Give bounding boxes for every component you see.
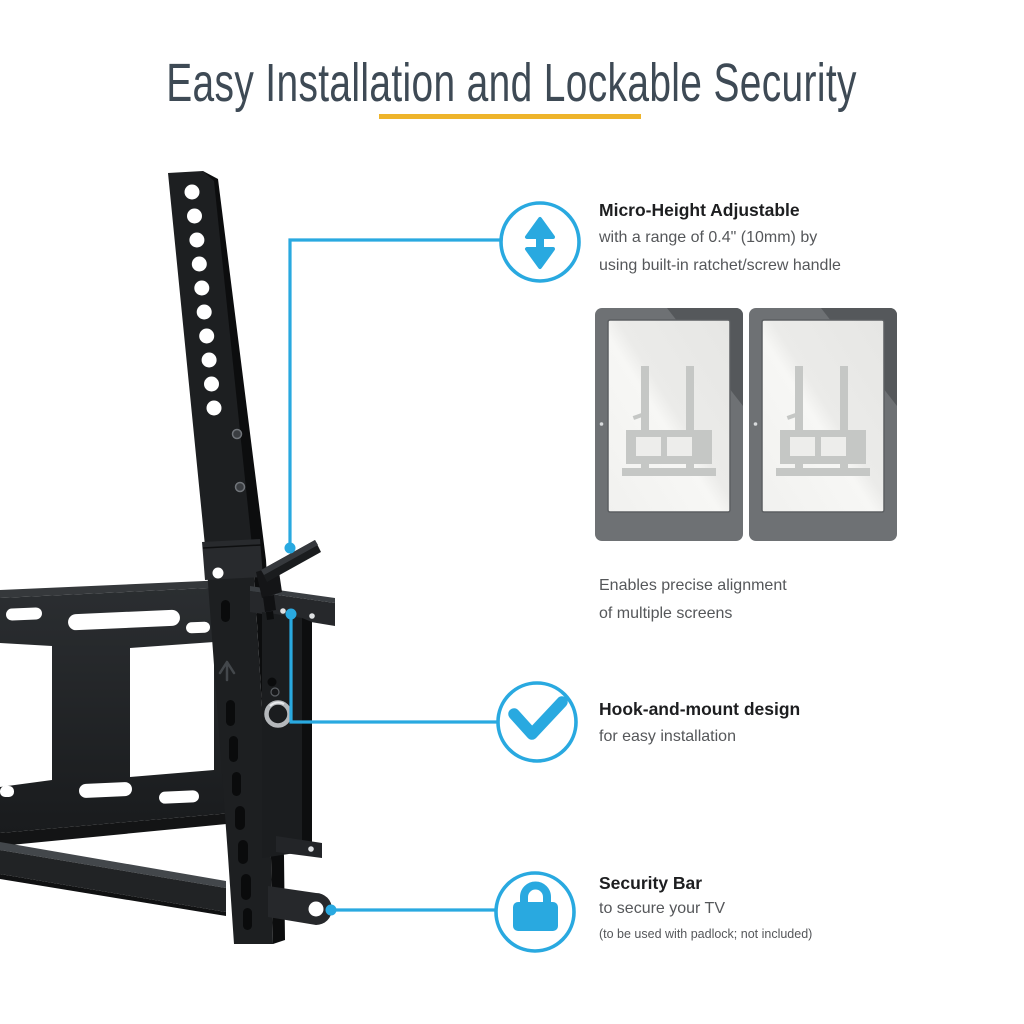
vertical-arrows-icon (525, 217, 555, 269)
vertical-bracket-arm (168, 171, 285, 944)
callout-dot-security-bar (325, 904, 337, 916)
title-wrap: Easy Installation and Lockable Security (0, 52, 1024, 114)
checkmark-icon (508, 696, 568, 740)
callout-line-text: to secure your TV (599, 900, 725, 917)
callout-heading: Micro-Height Adjustable (599, 200, 800, 220)
wall-plate-top-edge (0, 579, 250, 598)
callout-dot-hook-mount (285, 608, 297, 620)
callout-text-micro-height: Micro-Height Adjustable with a range of … (599, 196, 841, 280)
callout-lines (288, 238, 501, 912)
callout-dot-micro-height (284, 542, 296, 554)
wall-plate-bottom-flange (0, 810, 268, 846)
callout-note-text: (to be used with padlock; not included) (599, 927, 813, 941)
title-underline (379, 114, 641, 119)
up-arrow-embossed-icon (218, 660, 236, 682)
padlock-icon (513, 881, 558, 931)
caption-line-text: of multiple screens (599, 605, 733, 622)
page-title: Easy Installation and Lockable Security (166, 53, 858, 113)
wall-plate-cutouts (0, 607, 214, 804)
callout-text-security-bar: Security Bar to secure your TV (to be us… (599, 870, 812, 946)
callout-text-hook-mount: Hook-and-mount design for easy installat… (599, 695, 800, 751)
dual-screens-illustration (594, 307, 898, 542)
security-bar (0, 842, 226, 916)
security-bar-tab (268, 886, 332, 925)
callout-line-text: for easy installation (599, 728, 736, 745)
callout-circles (494, 201, 581, 953)
screens-caption: Enables precise alignment of multiple sc… (599, 572, 787, 628)
tv-mount-illustration (0, 171, 335, 944)
callout-dots (284, 542, 337, 916)
padlock-hole (308, 901, 324, 917)
callout-heading: Hook-and-mount design (599, 699, 801, 719)
callout-line-micro-height (288, 238, 501, 543)
callout-heading: Security Bar (599, 873, 703, 893)
callout-line-text: using built-in ratchet/screw handle (599, 257, 841, 274)
callout-line-hook-mount (289, 618, 498, 724)
ratchet-handle (256, 540, 321, 620)
caption-line-text: Enables precise alignment (599, 577, 787, 594)
callout-line-text: with a range of 0.4" (10mm) by (599, 229, 818, 246)
